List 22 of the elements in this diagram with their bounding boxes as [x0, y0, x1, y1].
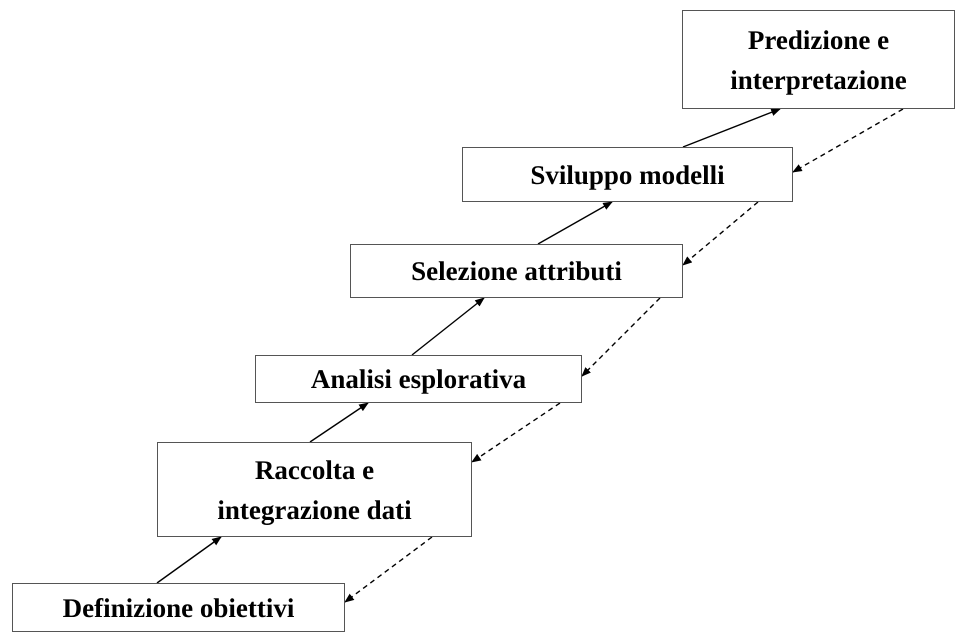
process-box — [350, 244, 683, 298]
step-label: Sviluppo modelli — [530, 158, 725, 192]
arrow — [682, 108, 781, 148]
step-label: Predizione e interpretazione — [729, 24, 908, 97]
process-box — [255, 355, 582, 403]
process-box — [682, 10, 955, 109]
arrow — [792, 108, 904, 173]
arrow — [538, 201, 613, 245]
arrow — [412, 297, 485, 356]
arrow — [310, 402, 369, 443]
arrow — [682, 201, 758, 266]
step-label: Selezione attributi — [411, 255, 622, 288]
arrow — [156, 536, 222, 584]
arrow — [581, 298, 660, 377]
process-box — [462, 147, 793, 202]
step-label: Raccolta e integrazione dati — [216, 454, 413, 527]
process-box — [12, 583, 345, 632]
arrow — [344, 536, 432, 603]
process-box — [157, 442, 472, 537]
arrow — [471, 402, 560, 463]
step-label: Analisi esplorativa — [310, 363, 526, 396]
step-label: Definizione obiettivi — [62, 592, 294, 624]
